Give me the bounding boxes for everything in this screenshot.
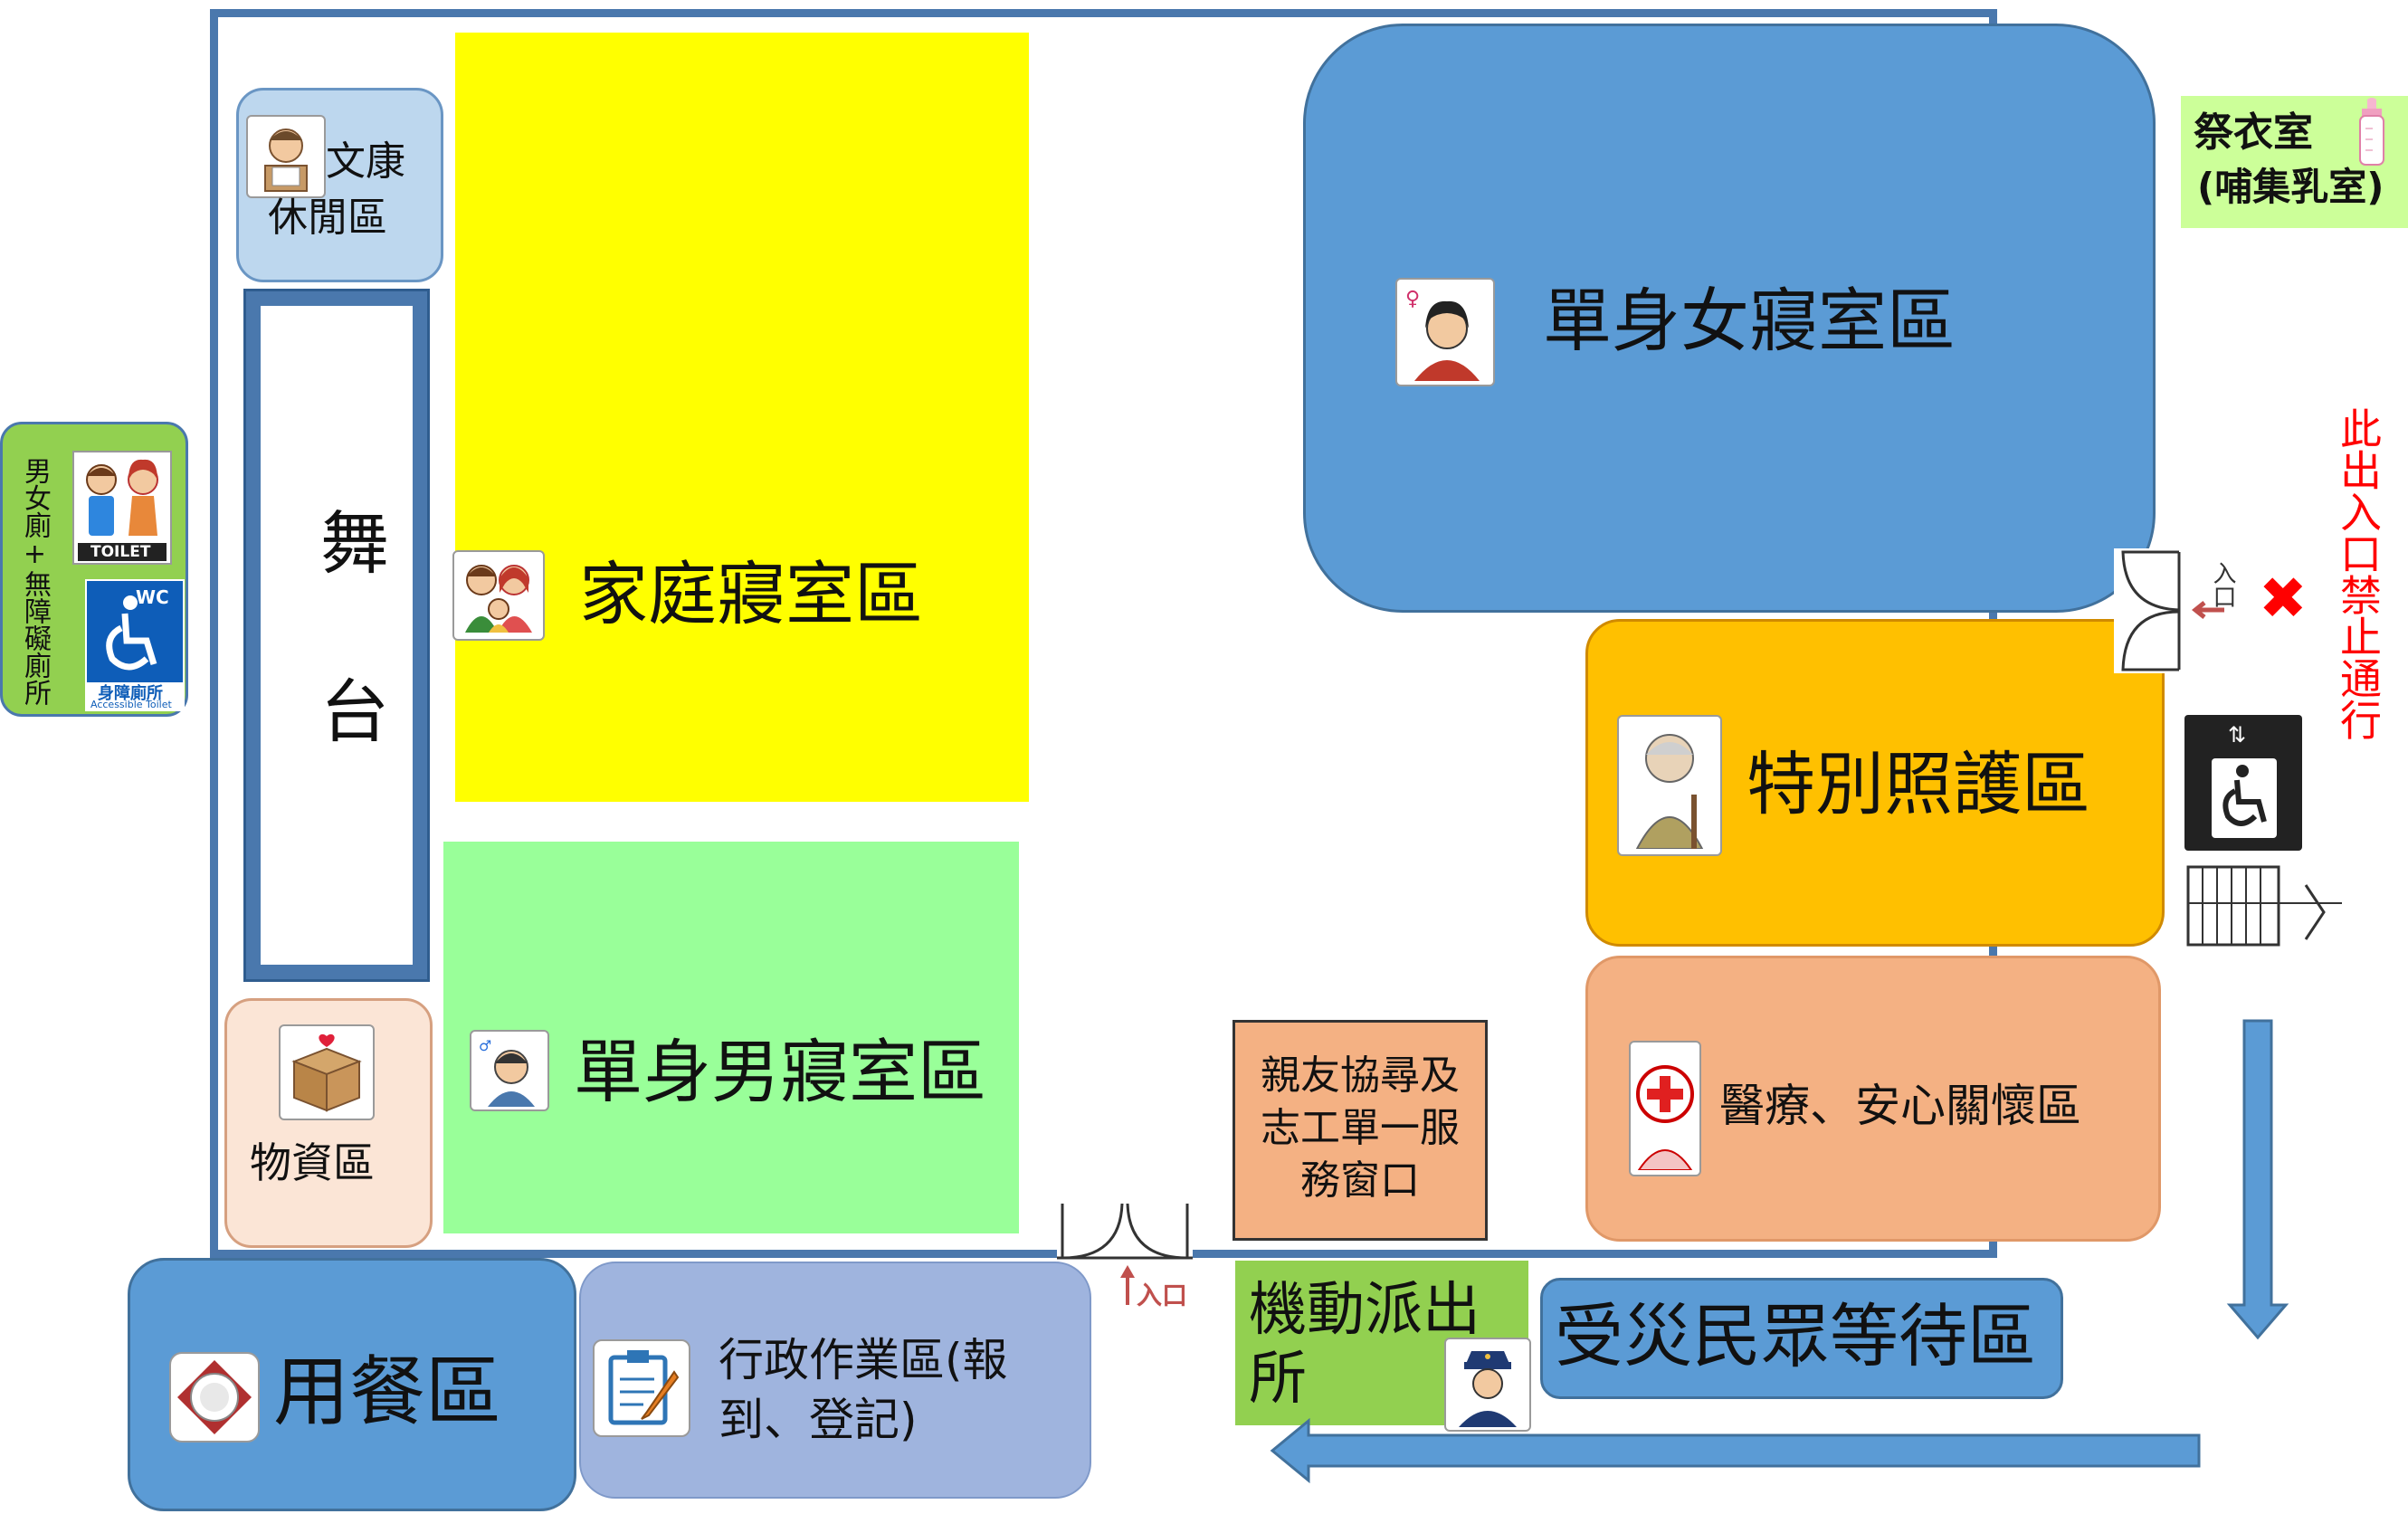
worship-room-label: 祭衣室 [2194,110,2313,156]
dining-label: 用餐區 [273,1347,502,1436]
entrance-door-bottom[interactable] [1057,1185,1193,1267]
family-bedroom-zone [455,33,1029,802]
single-female-bedroom-label: 單身女寢室區 [1543,281,1956,361]
staircase-icon [2170,858,2347,954]
wheelchair-sign-icon: ⇅ [2184,715,2302,851]
stage-zone [246,291,427,979]
medical-label: 醫療、安心關懷區 [1719,1080,2081,1132]
single-male-bedroom-label: 單身男寢室區 [574,1032,986,1112]
male-person-icon: ♂ [470,1030,549,1111]
entrance-arrow-bottom [1118,1263,1137,1305]
medical-cross-icon [1629,1041,1701,1176]
svg-text:♂: ♂ [479,1037,491,1054]
toilet-sign-icon [72,451,172,565]
elderly-person-icon [1617,715,1722,856]
accessible-toilet-en-label: Accessible Toilet [90,699,172,710]
restroom-label: 男女廁+無障礙廁所 [19,457,51,706]
toilet-sign-label: TOILET [90,543,151,561]
police-officer-icon [1444,1338,1531,1432]
side-entrance-label: 入口 [2209,561,2236,608]
female-person-icon: ♀ [1395,278,1495,386]
accessible-toilet-label: 身障廁所 [98,684,163,703]
no-entry-x-icon: ✖ [2259,566,2308,633]
person-reading-icon [246,115,326,198]
baby-bottle-icon [2353,98,2391,167]
flow-arrow-left [1269,1417,2203,1484]
special-care-label: 特別照護區 [1747,744,2090,824]
accessible-toilet-sign-icon [85,579,185,711]
family-icon [452,550,545,641]
entrance-label-bottom: 入口 [1137,1281,1188,1310]
waiting-label: 受災民眾等待區 [1555,1296,2036,1376]
supplies-label: 物資區 [250,1138,375,1187]
flow-arrow-down [2226,1019,2289,1341]
clipboard-pencil-icon [593,1339,690,1437]
side-door[interactable] [2114,548,2232,673]
wc-label: WC [136,586,169,608]
admin-label: 行政作業區(報到、登記) [719,1334,1008,1446]
waiting-zone [1540,1278,2063,1399]
no-entry-label: 此出入口禁止通行 [2334,407,2383,740]
dining-plate-icon [169,1352,260,1443]
supply-box-icon [279,1024,375,1120]
nursing-room-label: (哺集乳室) [2197,165,2384,209]
stage-label: 舞台 [309,507,389,843]
service-window-label: 親友協尋及志工單一服務窗口 [1261,1052,1460,1204]
service-window-zone [1233,1020,1488,1241]
recreation-label: 文康休閒區 [268,138,405,241]
family-bedroom-label: 家庭寢室區 [579,554,923,634]
svg-text:♀: ♀ [1405,288,1420,310]
svg-text:⇅: ⇅ [2228,722,2246,747]
police-post-label: 機動派出所 [1249,1277,1480,1413]
